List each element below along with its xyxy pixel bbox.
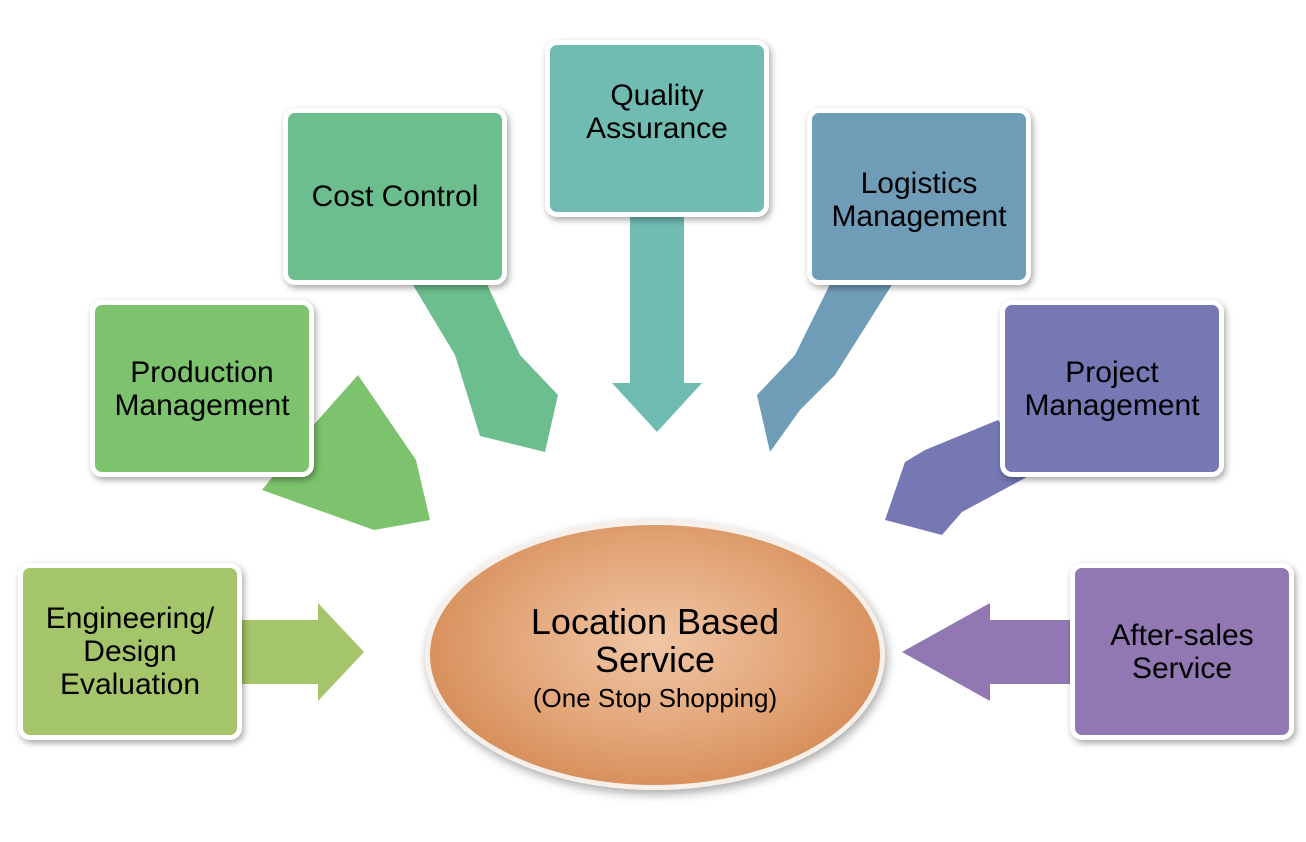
node-label: Quality Assurance <box>586 79 728 145</box>
node-logistics-management: Logistics Management <box>807 108 1031 285</box>
center-title: Location Based Service <box>530 601 780 680</box>
node-label: Engineering/ Design Evaluation <box>45 602 215 701</box>
center-subtitle: (One Stop Shopping) <box>532 683 778 713</box>
arrow-cost <box>410 280 558 452</box>
node-label: Project Management <box>1024 355 1200 422</box>
node-engineering-design-evaluation: Engineering/ Design Evaluation <box>18 563 242 740</box>
center-ellipse: Location Based Service (One Stop Shoppin… <box>425 520 885 790</box>
node-production-management: Production Management <box>90 300 314 477</box>
node-after-sales-service: After-sales Service <box>1070 563 1294 740</box>
node-project-management: Project Management <box>1000 300 1224 477</box>
arrow-quality <box>612 215 702 432</box>
node-quality-assurance: Quality Assurance <box>545 40 769 217</box>
node-label: Production Management <box>114 355 290 422</box>
arrow-logistics <box>757 280 895 452</box>
arrow-engineering <box>240 603 364 701</box>
node-label: Logistics Management <box>831 167 1007 233</box>
node-label: After-sales Service <box>1110 618 1254 685</box>
node-label: Cost Control <box>311 180 479 213</box>
arrow-production <box>262 375 430 530</box>
node-cost-control: Cost Control <box>283 108 507 285</box>
arrow-aftersales <box>902 603 1070 701</box>
